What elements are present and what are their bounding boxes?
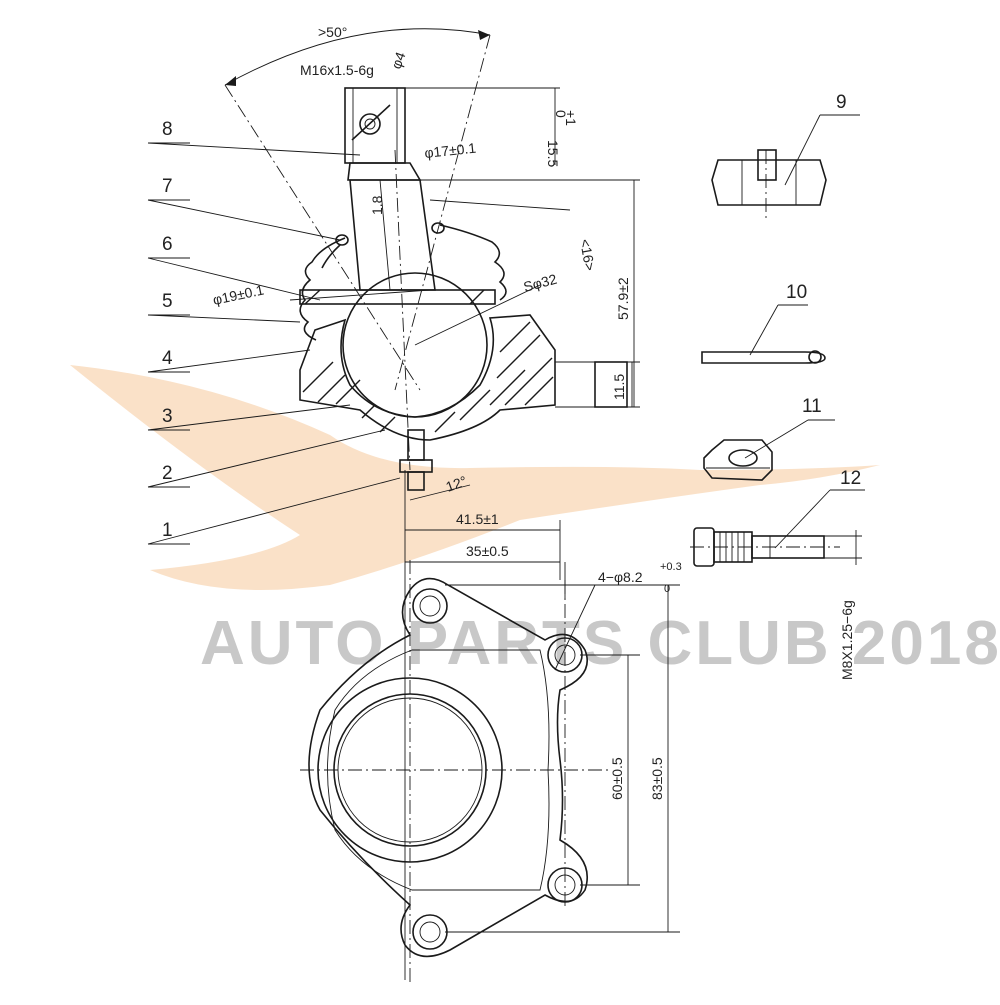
dim-lines-flange [404, 520, 680, 980]
dim-top-tol-lower: 0 [553, 110, 569, 118]
dim-small-18: 1.8 [369, 195, 385, 215]
dim-top-tol-upper: +1 [563, 110, 579, 126]
dim-sphere: Sφ32 [522, 271, 559, 295]
label-2: 2 [162, 463, 173, 484]
label-6: 6 [162, 234, 173, 255]
flange-plate [300, 560, 680, 985]
dim-h60: 60±0.5 [609, 757, 625, 800]
label-1: 1 [162, 520, 173, 541]
label-9: 9 [836, 92, 847, 113]
dim-hole-phi: φ4 [388, 50, 409, 72]
dim-top-len: 15.5 [545, 140, 561, 167]
label-5: 5 [162, 291, 173, 312]
dim-dia19: φ19±0.1 [211, 281, 265, 307]
dim-holes-tol-upper: +0.3 [660, 561, 682, 573]
dim-angle16: <16> [577, 238, 598, 272]
label-4: 4 [162, 348, 173, 369]
dim-lines-side [289, 87, 640, 580]
label-3: 3 [162, 406, 173, 427]
part-11-nut [703, 419, 835, 481]
dim-holes-tol-lower: 0 [664, 583, 670, 595]
dim-angle-top: >50° [318, 24, 347, 40]
part-9-castle-nut [711, 114, 860, 218]
dim-h83: 83±0.5 [649, 757, 665, 800]
label-12: 12 [840, 468, 861, 489]
dim-w415: 41.5±1 [456, 511, 499, 527]
dim-stud-dia: φ17±0.1 [424, 140, 477, 161]
watermark-swoosh [70, 365, 880, 590]
part-label-leaders [147, 142, 401, 545]
watermark-text: AUTO PARTS CLUB 2018 [200, 609, 1000, 678]
label-10: 10 [786, 282, 807, 303]
dim-h115: 11.5 [611, 374, 627, 400]
ball-joint-section [224, 28, 640, 491]
label-8: 8 [162, 119, 173, 140]
dim-thread-bolt: M8X1.25−6g [839, 600, 855, 680]
dim-thread-stud: M16x1.5-6g [300, 62, 374, 78]
label-11: 11 [802, 396, 822, 417]
dim-angle12: 12° [444, 473, 469, 495]
dim-w35: 35±0.5 [466, 543, 509, 559]
part-12-bolt [690, 489, 865, 567]
part-10-cotter-pin [701, 304, 826, 364]
housing-hatch [302, 321, 554, 433]
dim-holes: 4−φ8.2 [598, 569, 643, 585]
label-7: 7 [162, 176, 173, 197]
dim-height: 57.9±2 [615, 277, 631, 320]
